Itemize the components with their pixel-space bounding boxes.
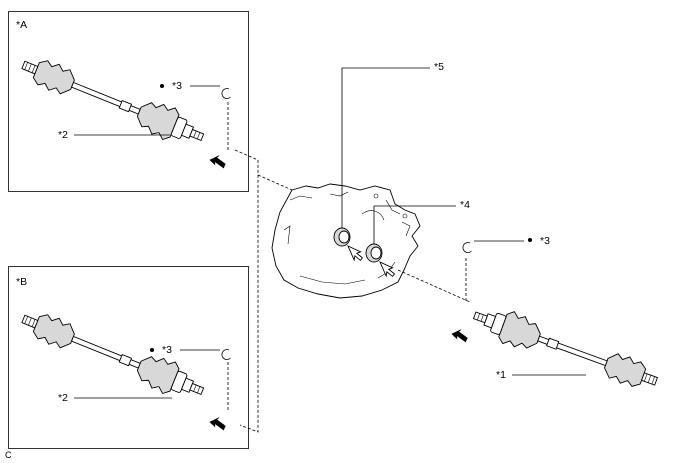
- dash-to-transaxle: [257, 174, 293, 191]
- arrow-icon-right: [451, 328, 469, 346]
- leader-seal-upper: [341, 67, 430, 228]
- outline-arrow-icon-upper: [347, 245, 364, 262]
- dash-to-right-shaft: [397, 269, 471, 303]
- arrow-icon-b: [209, 416, 227, 434]
- snap-ring-a: [221, 88, 231, 99]
- clip-label-b: *3: [162, 344, 172, 356]
- drive-shaft-right: [468, 298, 663, 398]
- bullet-right: [528, 238, 532, 242]
- leader-seal-lower: [373, 205, 456, 244]
- snap-ring-right: [462, 242, 472, 253]
- oil-seal-upper: [333, 227, 351, 247]
- snap-ring-b: [221, 349, 231, 360]
- part-label-b: *2: [58, 392, 68, 404]
- panel-a-title: *A: [16, 19, 27, 31]
- panel-b-title: *B: [16, 276, 27, 288]
- seal-lower-label: *4: [460, 199, 470, 211]
- oil-seal-lower: [365, 243, 383, 263]
- figure-code: C: [5, 450, 12, 460]
- outline-arrow-icon-lower: [379, 261, 396, 278]
- shaft-label: *1: [496, 369, 506, 381]
- clip-label-right: *3: [540, 235, 550, 247]
- part-label-a: *2: [58, 129, 68, 141]
- clip-label-a: *3: [172, 80, 182, 92]
- panel-a-frame: [8, 11, 249, 192]
- drive-shaft-a: [16, 48, 210, 154]
- dash-panel-connector: [234, 149, 259, 433]
- drive-shaft-b: [16, 302, 210, 408]
- arrow-icon-a: [209, 154, 227, 172]
- panel-b-frame: [8, 266, 249, 449]
- bullet-b: [150, 348, 154, 352]
- bullet-a: [160, 84, 164, 88]
- seal-upper-label: *5: [434, 61, 444, 73]
